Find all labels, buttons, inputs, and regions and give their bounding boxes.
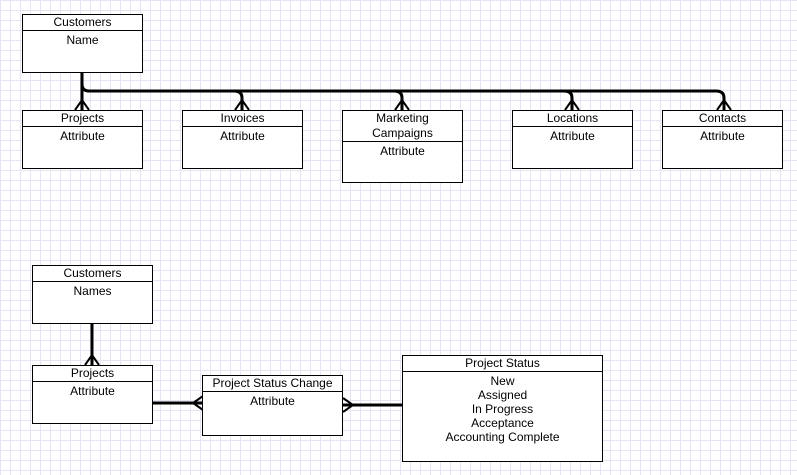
entity-attributes: Attribute xyxy=(33,382,152,398)
entity-marketing-campaigns[interactable]: Marketing Campaigns Attribute xyxy=(342,110,463,183)
entity-customers-bottom[interactable]: Customers Names xyxy=(32,265,153,324)
crows-foot-locations xyxy=(564,98,580,111)
entity-attribute: New xyxy=(490,374,515,388)
entity-attribute: Attribute xyxy=(250,394,295,408)
entity-contacts[interactable]: Contacts Attribute xyxy=(662,110,783,169)
entity-locations[interactable]: Locations Attribute xyxy=(512,110,633,169)
entity-title: Customers xyxy=(23,15,142,31)
crows-foot-invoices xyxy=(234,98,250,111)
entity-attributes: Names xyxy=(33,282,152,298)
entity-attributes: New Assigned In Progress Acceptance Acco… xyxy=(403,372,602,444)
entity-attribute: Attribute xyxy=(700,129,745,143)
entity-attribute: Accounting Complete xyxy=(445,430,560,444)
entity-title: Customers xyxy=(33,266,152,282)
entity-attributes: Attribute xyxy=(23,127,142,143)
entity-project-status-change[interactable]: Project Status Change Attribute xyxy=(202,375,343,436)
connector-to-marketing xyxy=(393,89,404,110)
entity-title-line: Campaigns xyxy=(372,126,433,140)
entity-attribute: Attribute xyxy=(550,129,595,143)
entity-attributes: Attribute xyxy=(513,127,632,143)
entity-customers[interactable]: Customers Name xyxy=(22,14,143,73)
entity-attributes: Attribute xyxy=(663,127,782,143)
entity-attributes: Attribute xyxy=(343,142,462,158)
entity-title: Project Status Change xyxy=(203,376,342,392)
entity-attribute: Attribute xyxy=(220,129,265,143)
crows-foot-marketing xyxy=(394,98,410,111)
entity-invoices[interactable]: Invoices Attribute xyxy=(182,110,303,169)
entity-attribute: Names xyxy=(73,284,112,298)
entity-title: Projects xyxy=(23,111,142,127)
entity-title-line: Marketing xyxy=(376,111,429,125)
entity-projects[interactable]: Projects Attribute xyxy=(22,110,143,169)
entity-title: Invoices xyxy=(183,111,302,127)
crows-foot-contacts xyxy=(716,98,732,111)
entity-attribute: Attribute xyxy=(70,384,115,398)
entity-attributes: Name xyxy=(23,31,142,47)
entity-attribute: Attribute xyxy=(380,144,425,158)
connector-to-invoices xyxy=(233,89,244,110)
connector-to-locations xyxy=(563,89,574,110)
entity-title: Marketing Campaigns xyxy=(343,111,462,142)
entity-title: Locations xyxy=(513,111,632,127)
entity-attribute: Name xyxy=(66,33,99,47)
entity-attribute: Acceptance xyxy=(471,416,534,430)
crows-foot-status-change-left xyxy=(191,395,204,411)
entity-attributes: Attribute xyxy=(183,127,302,143)
entity-title: Projects xyxy=(33,366,152,382)
entity-attribute: Assigned xyxy=(477,388,528,402)
entity-project-status[interactable]: Project Status New Assigned In Progress … xyxy=(402,355,603,462)
entity-projects-bottom[interactable]: Projects Attribute xyxy=(32,365,153,424)
entity-attributes: Attribute xyxy=(203,392,342,408)
entity-attribute: In Progress xyxy=(471,402,534,416)
entity-title: Contacts xyxy=(663,111,782,127)
entity-attribute: Attribute xyxy=(60,129,105,143)
entity-title: Project Status xyxy=(403,356,602,372)
crows-foot-status-change-right xyxy=(342,397,355,413)
crows-foot-projects xyxy=(74,98,90,111)
crows-foot-projects-bottom xyxy=(84,353,100,366)
